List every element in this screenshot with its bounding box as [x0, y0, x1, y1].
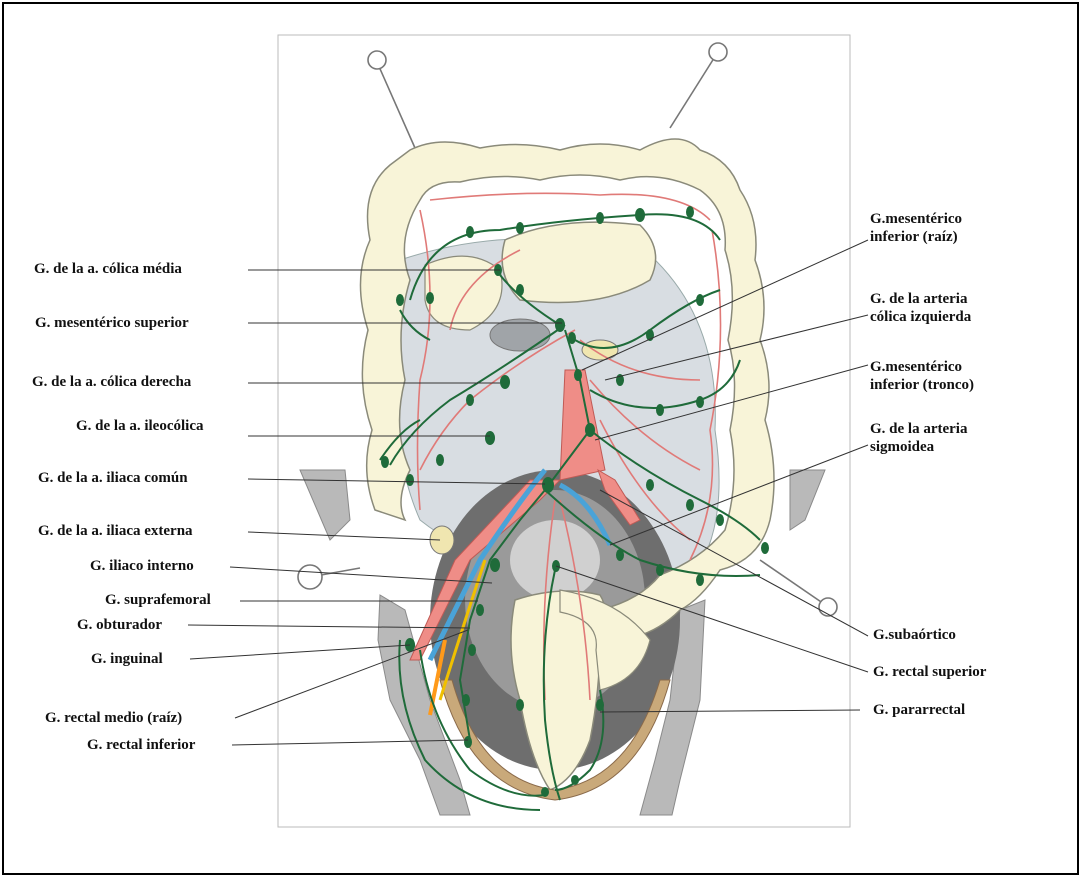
label-subaortico: G.subaórtico	[873, 626, 956, 644]
label-iliaca-externa: G. de la a. iliaca externa	[38, 522, 193, 540]
label-mesenterico-superior: G. mesentérico superior	[35, 314, 189, 332]
label-colica-derecha: G. de la a. cólica derecha	[32, 373, 191, 391]
label-iliaca-comun: G. de la a. iliaca común	[38, 469, 188, 487]
label-obturador: G. obturador	[77, 616, 162, 634]
label-suprafemoral: G. suprafemoral	[105, 591, 211, 609]
label-rectal-superior: G. rectal superior	[873, 663, 986, 681]
label-iliaco-interno: G. iliaco interno	[90, 557, 194, 575]
small-bowel-stump	[582, 340, 618, 360]
label-rectal-medio: G. rectal medio (raíz)	[45, 709, 182, 727]
label-ileocolica: G. de la a. ileocólica	[76, 417, 203, 435]
label-pararrectal: G. pararrectal	[873, 701, 965, 719]
duodenum	[490, 319, 550, 351]
label-rectal-inferior: G. rectal inferior	[87, 736, 195, 754]
label-colica-media: G. de la a. cólica média	[34, 260, 182, 278]
label-inguinal: G. inguinal	[91, 650, 163, 668]
